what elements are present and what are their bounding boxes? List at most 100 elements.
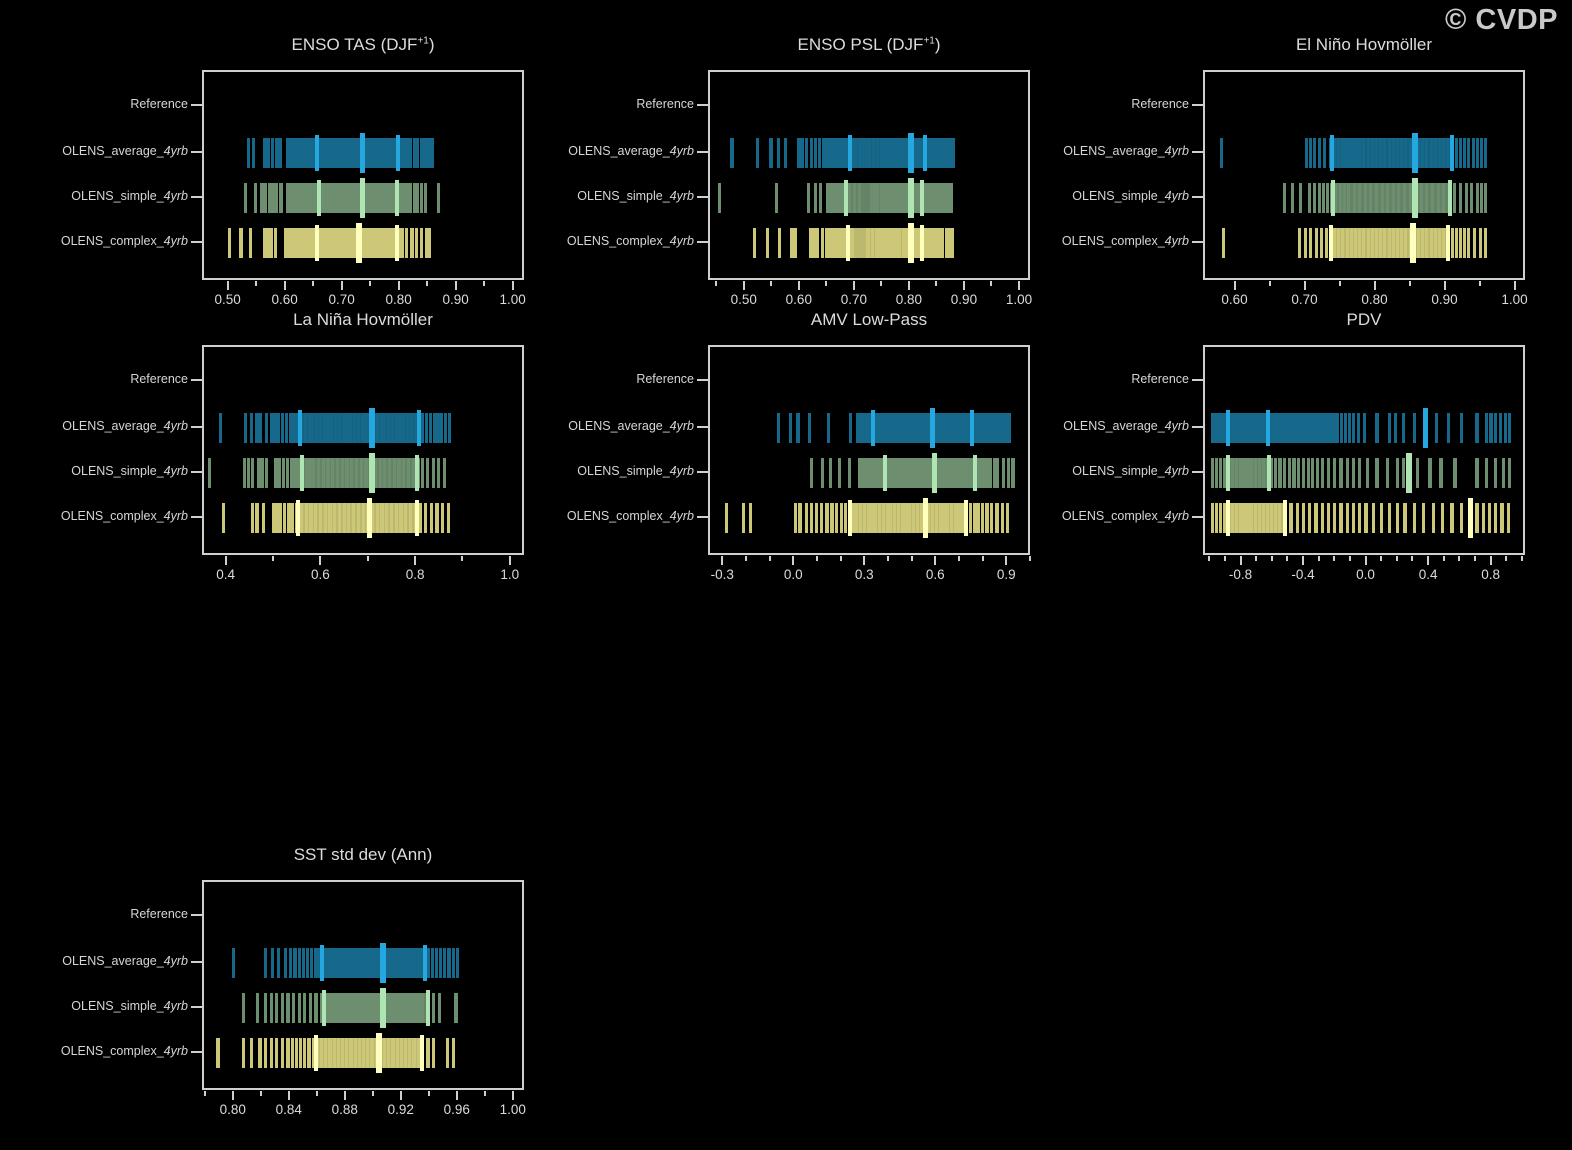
strip-tick [897, 137, 901, 168]
strip-tick [837, 228, 841, 259]
strip-tick [1254, 503, 1258, 534]
strip-tick [756, 137, 760, 168]
strip-tick [1326, 412, 1331, 443]
strip-tick [380, 228, 384, 259]
strip-tick [332, 1038, 336, 1069]
strip-tick [862, 412, 866, 443]
strip-tick [1317, 183, 1321, 213]
strip-tick [939, 137, 943, 168]
strip-tick [366, 1038, 370, 1069]
y-axis-label-olens_simple_4yrb: OLENS_simple_4yrb [1072, 189, 1189, 203]
median-marker [359, 177, 366, 219]
strip-tick [854, 137, 858, 168]
strip-tick [1425, 183, 1429, 213]
strip-tick [1358, 503, 1362, 534]
strip-tick [275, 137, 279, 168]
strip-tick [340, 458, 344, 488]
strip-tick [1299, 183, 1303, 213]
x-tick-major [1233, 281, 1236, 290]
y-axis-tick [191, 378, 202, 381]
strip-tick [412, 947, 416, 978]
strip-tick [294, 228, 298, 259]
strip-tick [343, 137, 347, 168]
strip-tick [841, 228, 845, 259]
median-marker [369, 452, 375, 494]
plot-area [202, 70, 524, 280]
strip-tick [307, 228, 312, 259]
strip-tick [948, 412, 952, 443]
strip-tick [1437, 228, 1442, 259]
strip-tick [306, 137, 310, 168]
x-tick-label: 1.00 [1501, 292, 1528, 307]
strip-tick [1320, 412, 1324, 443]
strip-tick [836, 137, 840, 168]
strip-tick [250, 458, 254, 488]
strip-tick [381, 183, 386, 213]
strip-tick [1006, 458, 1010, 488]
strip-tick [1234, 458, 1238, 488]
strip-tick [1328, 137, 1332, 168]
strip-tick [1345, 458, 1349, 488]
strip-tick [877, 503, 882, 534]
strip-tick [1428, 458, 1432, 488]
strip-tick [959, 412, 964, 443]
q3-marker [1450, 134, 1455, 171]
strip-tick [308, 458, 312, 488]
strip-tick [363, 137, 367, 168]
strip-tick [439, 947, 443, 978]
strip-tick [1258, 412, 1262, 443]
strip-tick [1309, 137, 1313, 168]
strip-tick [937, 228, 942, 259]
x-tick-major [1364, 556, 1367, 565]
strip-tick [275, 1038, 279, 1069]
strip-tick [912, 458, 916, 488]
strip-tick [1326, 503, 1331, 534]
strip-tick [415, 993, 419, 1023]
strip-tick [1391, 137, 1395, 168]
q3-marker [415, 500, 420, 537]
q1-marker [314, 134, 319, 171]
strip-tick [945, 412, 949, 443]
strip-tick [405, 137, 410, 168]
strip-tick [359, 458, 363, 488]
strip-tick [983, 458, 987, 488]
strip-tick [336, 947, 340, 978]
strip-tick [264, 458, 269, 488]
x-tick-major [1302, 556, 1305, 565]
x-tick-minor [369, 281, 372, 286]
q3-marker [923, 134, 928, 171]
strip-tick [367, 228, 371, 259]
y-axis-label-olens_simple_4yrb: OLENS_simple_4yrb [71, 189, 188, 203]
strip-tick [1446, 137, 1450, 168]
x-tick-minor [315, 1091, 318, 1096]
strip-tick [387, 228, 391, 259]
x-tick-major [1443, 281, 1446, 290]
strip-tick [339, 947, 343, 978]
strip-tick [918, 228, 922, 259]
strip-tick [392, 458, 396, 488]
q3-marker [1445, 225, 1450, 262]
plot-area [1203, 345, 1525, 555]
strip-row [1205, 132, 1523, 173]
strip-tick [1429, 228, 1433, 259]
strip-tick [409, 412, 413, 443]
strip-tick [263, 183, 267, 213]
strip-tick [1351, 458, 1356, 488]
x-tick-major [224, 556, 227, 565]
strip-tick [1323, 412, 1327, 443]
median-marker [908, 132, 914, 173]
x-tick-major [797, 281, 800, 290]
strip-tick [985, 503, 989, 534]
strip-tick [1321, 183, 1325, 213]
strip-tick [1289, 412, 1293, 443]
strip-tick [271, 503, 275, 534]
strip-tick [1346, 183, 1351, 213]
strip-tick [279, 183, 283, 213]
y-axis-label-olens_complex_4yrb: OLENS_complex_4yrb [60, 509, 188, 524]
strip-tick [333, 503, 337, 534]
panel-title: AMV Low-Pass [810, 310, 928, 329]
strip-tick [304, 137, 308, 168]
strip-tick [1215, 503, 1219, 534]
strip-tick [244, 412, 248, 443]
strip-tick [1471, 137, 1475, 168]
